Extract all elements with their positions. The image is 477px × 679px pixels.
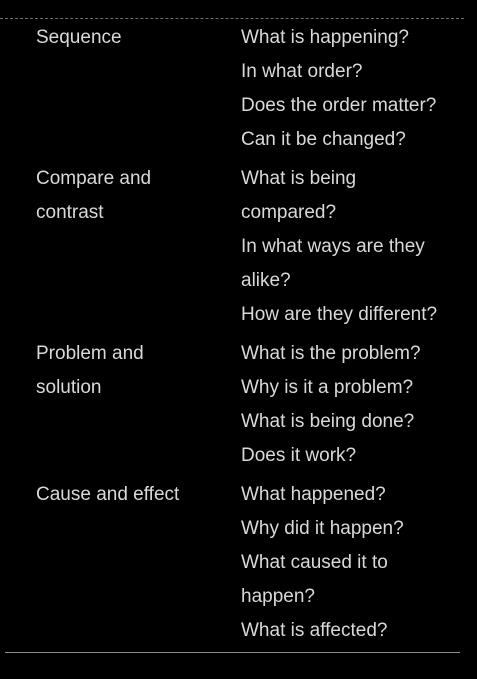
bottom-divider <box>5 652 460 653</box>
question-item: Does the order matter? <box>241 95 437 116</box>
question-item: How are they different? <box>241 304 438 325</box>
structure-name: Compare and contrast <box>36 168 152 223</box>
question-item: Does it work? <box>241 445 357 466</box>
question-item: What caused it to happen? <box>241 552 388 607</box>
structure-name: Cause and effect <box>36 484 180 505</box>
question-item: In what order? <box>241 61 363 82</box>
question-item: What is happening? <box>241 27 409 48</box>
question-item: Can it be changed? <box>241 129 406 150</box>
question-item: Why did it happen? <box>241 518 404 539</box>
top-divider <box>0 18 464 19</box>
question-item: What is being compared? <box>241 168 357 223</box>
question-list: What is being compared? In what ways are… <box>241 162 461 332</box>
question-item: What is the problem? <box>241 343 421 364</box>
question-item: In what ways are they alike? <box>241 236 425 291</box>
question-item: What is being done? <box>241 411 415 432</box>
question-item: Why is it a problem? <box>241 377 414 398</box>
question-list: What is happening? In what order? Does t… <box>241 21 461 157</box>
structure-name: Sequence <box>36 27 122 48</box>
structure-name: Problem and solution <box>36 343 144 398</box>
question-item: What is affected? <box>241 620 388 641</box>
question-item: What happened? <box>241 484 386 505</box>
question-list: What happened? Why did it happen? What c… <box>241 478 461 648</box>
question-list: What is the problem? Why is it a problem… <box>241 337 461 473</box>
